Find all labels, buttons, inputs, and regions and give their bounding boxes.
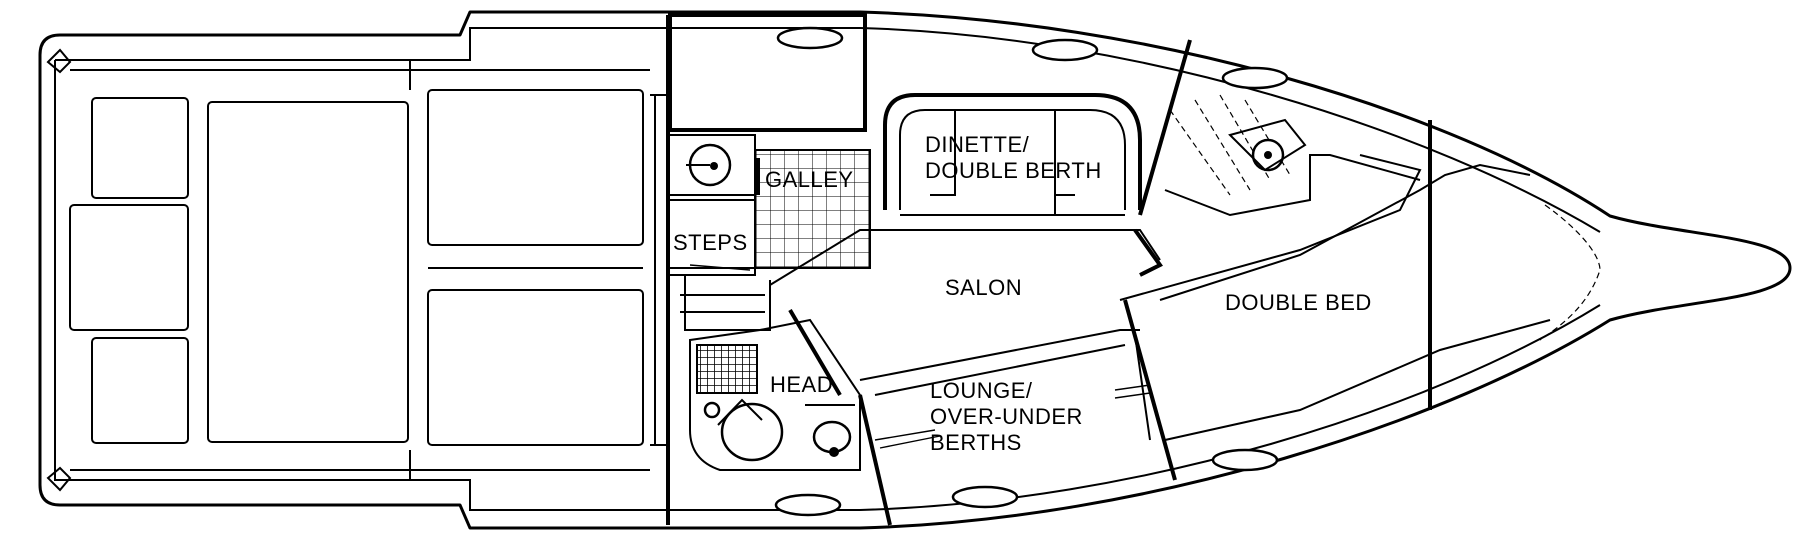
steps-divider bbox=[689, 264, 751, 271]
porthole-5 bbox=[951, 485, 1019, 509]
galley-sink-drain-icon bbox=[710, 162, 718, 170]
salon-label: SALON bbox=[945, 275, 1022, 300]
dinette-table-legs bbox=[930, 110, 1075, 215]
stern-fitting-bottom bbox=[46, 466, 72, 492]
forward-bulkhead-lower bbox=[1123, 299, 1177, 481]
lounge-frame bbox=[859, 329, 1151, 441]
lounge-bulkhead bbox=[858, 394, 892, 526]
cockpit-cushion-2 bbox=[69, 204, 189, 331]
cockpit-cushion-3 bbox=[91, 337, 189, 444]
dinette-label-line2: DOUBLE BERTH bbox=[925, 158, 1102, 183]
head-label: HEAD bbox=[770, 372, 833, 397]
companionway bbox=[650, 94, 668, 446]
galley-tile-floor bbox=[754, 149, 871, 269]
porthole-2 bbox=[1031, 38, 1099, 62]
cockpit-seat-upper bbox=[427, 89, 644, 246]
dinette-inner bbox=[899, 109, 1126, 216]
head-walls bbox=[689, 318, 861, 471]
salon-boundary bbox=[769, 229, 1161, 286]
cockpit-coaming bbox=[70, 60, 650, 480]
dinette-frame bbox=[883, 93, 1142, 210]
forward-sink-counter bbox=[1228, 118, 1307, 172]
forward-cabin-lockers bbox=[1164, 154, 1421, 217]
galley-cabinet bbox=[668, 13, 867, 132]
head-toilet-flush-icon bbox=[703, 401, 721, 419]
hull-outline bbox=[38, 10, 1792, 530]
lounge-label-line2: OVER-UNDER bbox=[930, 404, 1083, 429]
stern-fitting-top bbox=[46, 48, 72, 74]
galley-label: GALLEY bbox=[765, 167, 854, 192]
steps-label: STEPS bbox=[673, 230, 748, 255]
lower-hull-shelf bbox=[1164, 319, 1551, 441]
lounge-berth-lines bbox=[874, 384, 1151, 449]
lounge-label-line3: BERTHS bbox=[930, 430, 1022, 455]
head-shower-grate bbox=[696, 344, 758, 394]
forward-sink-drain-icon bbox=[1264, 151, 1272, 159]
salon-door bbox=[1133, 228, 1163, 277]
cockpit-sunpad bbox=[207, 101, 409, 443]
porthole-3 bbox=[1221, 66, 1289, 90]
forward-locker-dashes bbox=[1169, 94, 1291, 196]
steps-outline bbox=[670, 199, 771, 331]
cockpit-seat-lower bbox=[427, 289, 644, 446]
lounge-label-line1: LOUNGE/ bbox=[930, 378, 1033, 403]
head-toilet-seat bbox=[717, 398, 763, 426]
porthole-6 bbox=[1211, 448, 1279, 472]
dinette-label-line1: DINETTE/ bbox=[925, 132, 1030, 157]
bow-dashed-line bbox=[1539, 204, 1601, 341]
porthole-4 bbox=[774, 493, 842, 517]
head-door bbox=[788, 308, 842, 397]
porthole-1 bbox=[776, 26, 844, 50]
head-toilet-icon bbox=[720, 402, 784, 462]
double-bed-outline bbox=[1159, 163, 1531, 301]
forward-bulkhead-upper bbox=[1138, 39, 1192, 216]
forward-cabin-shelf bbox=[1119, 154, 1422, 301]
cockpit-cushion-1 bbox=[91, 97, 189, 199]
head-sink-drain-icon bbox=[829, 447, 839, 457]
double-bed-label: DOUBLE BED bbox=[1225, 290, 1372, 315]
